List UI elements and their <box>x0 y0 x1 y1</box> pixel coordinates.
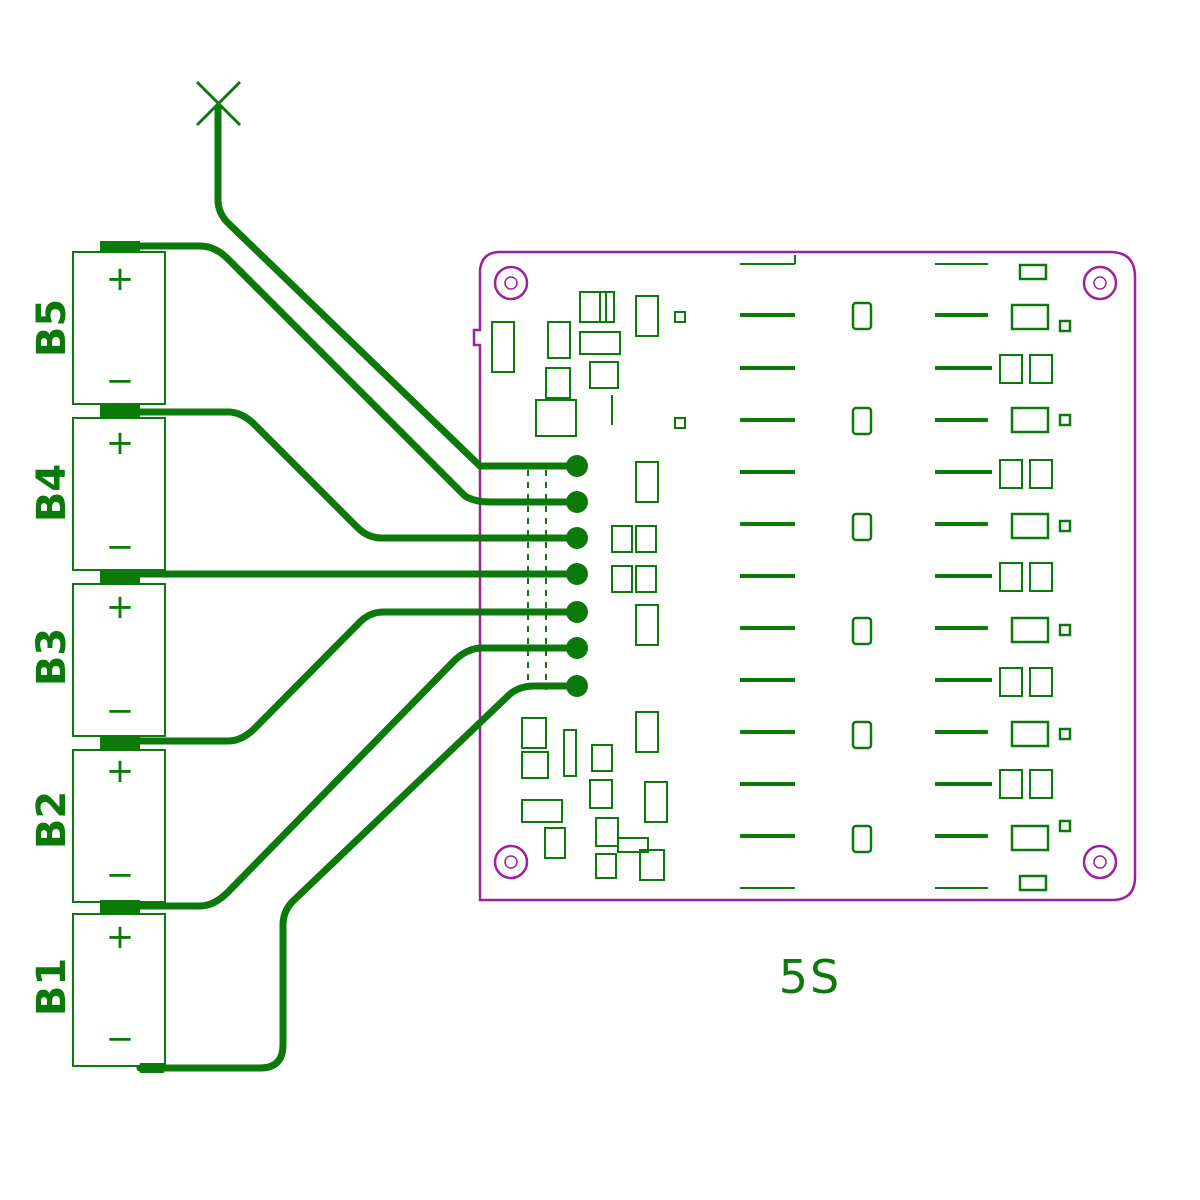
cell-b5-negative-sign: − <box>105 361 135 401</box>
wire-b5-positive <box>136 242 579 506</box>
cell-b4-positive-sign: + <box>105 423 135 463</box>
middle-pads <box>851 301 873 854</box>
pcb-board <box>472 250 1137 902</box>
mount-hole-bottom-right <box>1082 844 1118 880</box>
pad-4 <box>566 563 588 585</box>
mount-hole-bottom-left <box>493 844 529 880</box>
mosfet-row-right <box>935 263 992 889</box>
cell-b4-negative-sign: − <box>105 527 135 567</box>
right-resistors <box>1010 263 1072 892</box>
cell-b3-positive-sign: + <box>105 587 135 627</box>
control-ic-area <box>491 291 686 881</box>
connector-header <box>527 470 547 690</box>
cell-label-b4: B4 <box>29 463 75 523</box>
pad-3 <box>566 527 588 549</box>
balance-wires <box>136 242 579 1072</box>
pad-2 <box>566 491 588 513</box>
wire-b1-negative <box>136 682 579 1072</box>
mount-hole-top-right <box>1082 265 1118 301</box>
top-lead-wire <box>195 80 575 470</box>
wire-b1-positive <box>136 644 579 910</box>
pad-6 <box>566 637 588 659</box>
mosfet-row-left <box>740 255 796 889</box>
cell-b5-positive-sign: + <box>105 259 135 299</box>
mount-hole-top-left <box>493 265 529 301</box>
cell-b1-positive-sign: + <box>105 917 135 957</box>
cell-label-b1: B1 <box>29 957 75 1017</box>
cell-b2-positive-sign: + <box>105 751 135 791</box>
cell-b3-negative-sign: − <box>105 691 135 731</box>
pad-7 <box>566 675 588 697</box>
board-components <box>491 255 1072 892</box>
wire-b2-positive <box>136 608 579 745</box>
right-capacitor-pairs <box>999 354 1053 799</box>
wire-b4-positive <box>136 408 579 542</box>
cell-b2-negative-sign: − <box>105 855 135 895</box>
cell-label-b5: B5 <box>29 298 75 358</box>
cell-b1-negative-sign: − <box>105 1019 135 1059</box>
cell-label-b2: B2 <box>29 790 75 850</box>
pad-1 <box>566 455 588 477</box>
solder-pads <box>566 455 588 697</box>
pad-5 <box>566 601 588 623</box>
cell-label-b3: B3 <box>29 627 75 687</box>
board-label: 5S <box>778 950 842 1004</box>
cell-terminals <box>100 241 164 1073</box>
